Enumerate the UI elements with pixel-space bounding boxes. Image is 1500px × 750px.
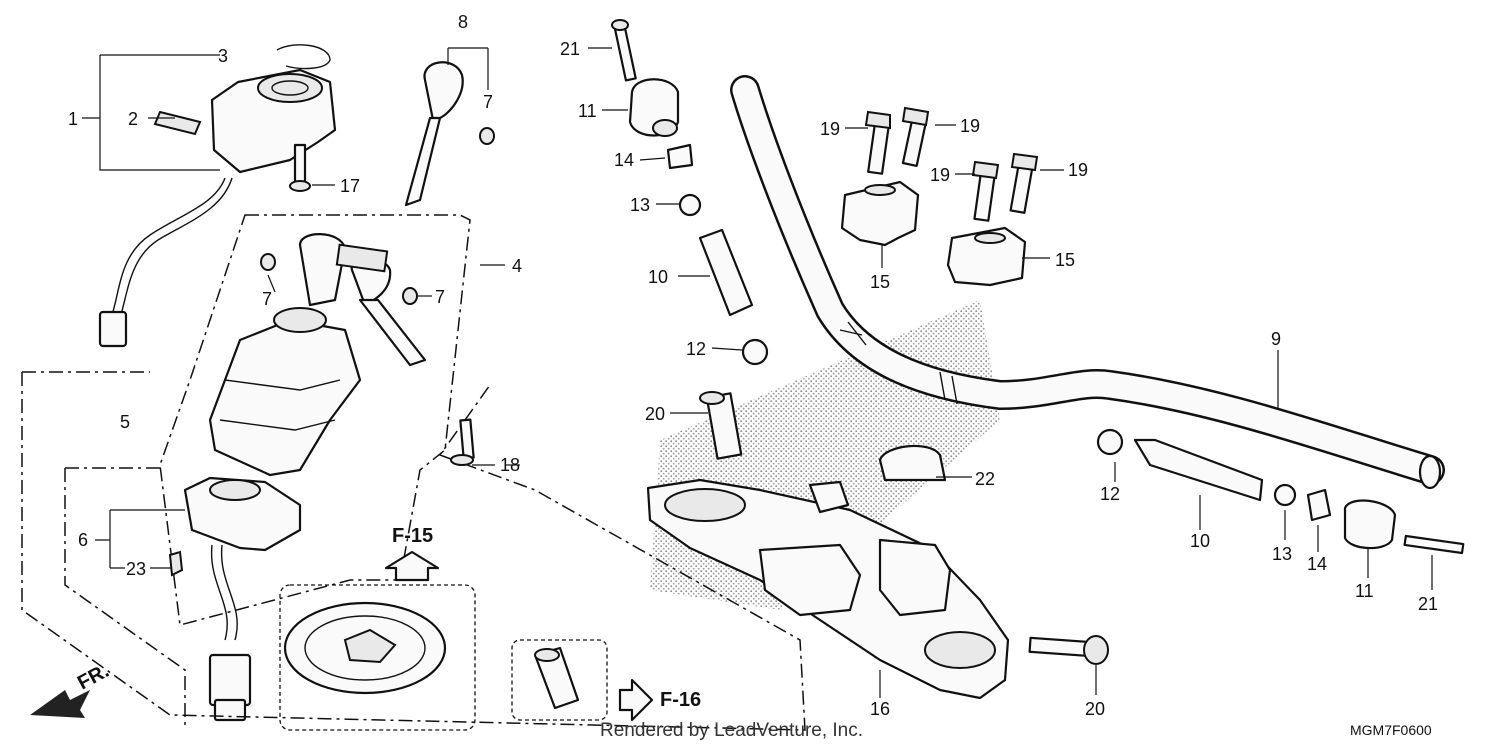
label-22: 22 xyxy=(975,469,995,489)
label-14-left: 14 xyxy=(614,150,634,170)
label-20-left: 20 xyxy=(645,404,665,424)
leader-lines xyxy=(82,47,1279,569)
label-20-right: 20 xyxy=(1085,699,1105,719)
label-10-left: 10 xyxy=(648,267,668,287)
valve-drawing xyxy=(511,639,608,721)
label-3: 3 xyxy=(218,46,228,66)
label-11-right: 11 xyxy=(1355,581,1374,601)
right-bar-end-drawing xyxy=(1096,428,1465,555)
label-15-right: 15 xyxy=(1055,250,1075,270)
label-13-right: 13 xyxy=(1272,544,1292,564)
label-11-left: 11 xyxy=(578,101,597,121)
key-set-drawing xyxy=(404,61,495,207)
switch-assy-drawing xyxy=(168,476,302,722)
handlebar-drawing xyxy=(730,75,1445,490)
label-18: 18 xyxy=(500,455,520,475)
label-19-c: 19 xyxy=(930,165,950,185)
label-15-left: 15 xyxy=(870,272,890,292)
diagram-code: MGM7F0600 xyxy=(1350,722,1432,738)
ignition-switch-drawing xyxy=(98,44,337,348)
label-7-left: 7 xyxy=(262,289,272,309)
label-19-b: 19 xyxy=(960,116,980,136)
label-19-d: 19 xyxy=(1068,160,1088,180)
label-8: 8 xyxy=(458,12,468,32)
callout-leaders xyxy=(150,47,1433,698)
label-21-left: 21 xyxy=(560,39,580,59)
render-credit: Rendered by LeadVenture, Inc. xyxy=(600,720,863,741)
f15-arrow-icon xyxy=(384,550,440,582)
label-19-a: 19 xyxy=(820,119,840,139)
f16-arrow-icon xyxy=(618,678,654,722)
label-21-right: 21 xyxy=(1418,594,1438,614)
label-7-top: 7 xyxy=(483,92,493,112)
holder-drawing xyxy=(840,106,1039,287)
fuel-cap-drawing xyxy=(279,584,476,731)
top-bridge-drawing xyxy=(646,391,1109,700)
ref-f15: F-15 xyxy=(392,525,433,547)
label-5: 5 xyxy=(120,412,130,432)
label-14-right: 14 xyxy=(1307,554,1327,574)
label-16: 16 xyxy=(870,699,890,719)
label-9: 9 xyxy=(1271,329,1281,349)
front-direction-label: FR. xyxy=(74,660,113,695)
ref-f16: F-16 xyxy=(660,689,701,711)
label-23: 23 xyxy=(126,559,146,579)
left-bar-end-drawing xyxy=(611,19,769,366)
label-13-left: 13 xyxy=(630,195,650,215)
fasteners-drawing xyxy=(289,143,475,466)
label-12-left: 12 xyxy=(686,339,706,359)
label-12-right: 12 xyxy=(1100,484,1120,504)
label-1: 1 xyxy=(68,109,78,129)
lock-cylinder-drawing xyxy=(208,233,427,477)
label-7-right: 7 xyxy=(435,287,445,307)
label-2: 2 xyxy=(128,109,138,129)
front-arrow-icon xyxy=(30,690,90,718)
label-10-right: 10 xyxy=(1190,531,1210,551)
label-6: 6 xyxy=(78,530,88,550)
label-17: 17 xyxy=(340,176,360,196)
part-labels: 1 2 3 4 5 6 7 7 7 8 9 10 10 11 11 12 12 … xyxy=(68,12,1438,719)
label-4: 4 xyxy=(512,256,522,276)
